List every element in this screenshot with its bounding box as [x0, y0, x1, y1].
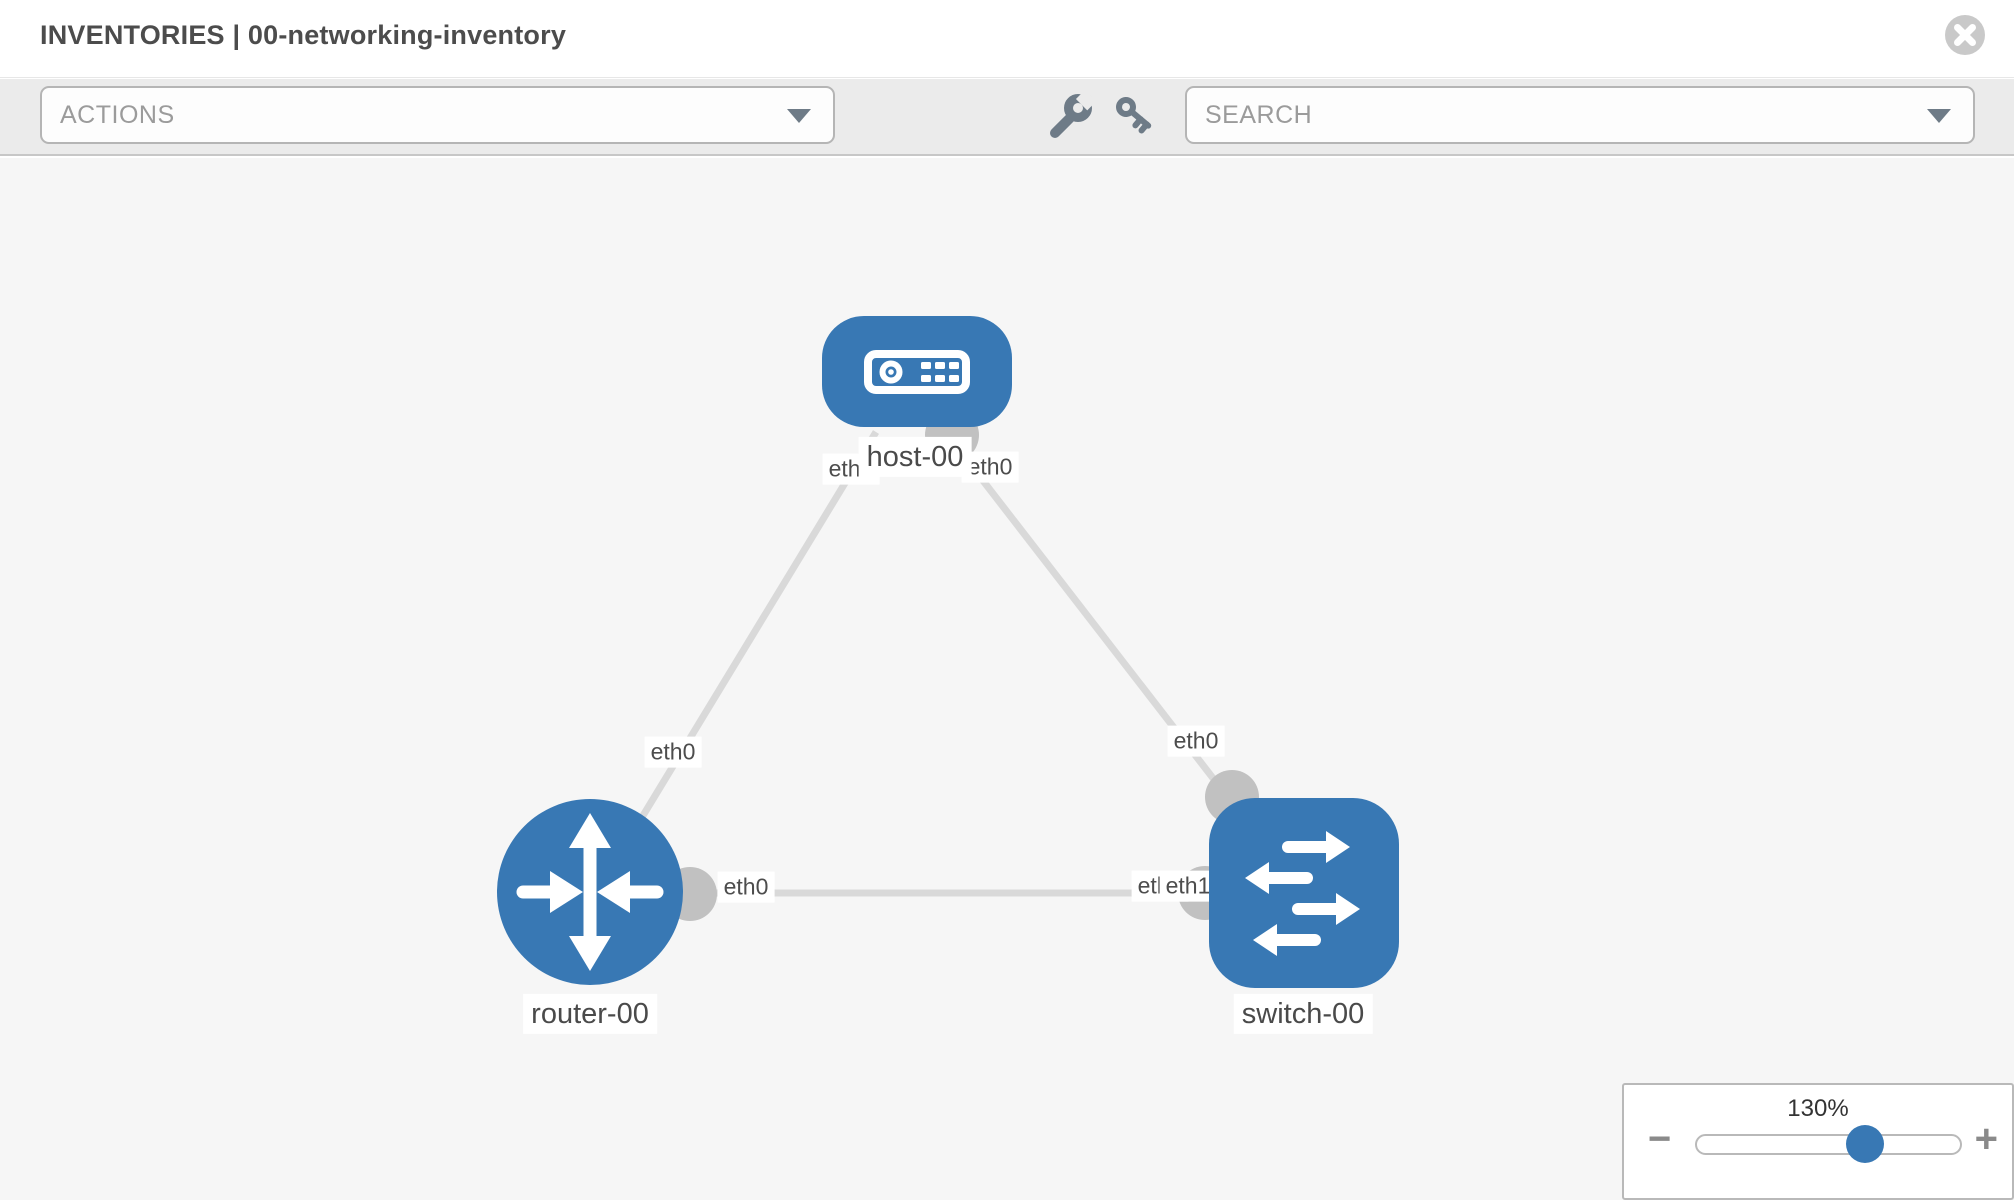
chevron-down-icon	[1927, 109, 1951, 123]
chevron-down-icon	[787, 109, 811, 123]
zoom-slider-handle[interactable]	[1846, 1125, 1884, 1163]
actions-dropdown-label: ACTIONS	[60, 100, 175, 129]
node-label-router: router-00	[523, 993, 657, 1035]
switch-arrows-icon	[1245, 831, 1360, 956]
actions-dropdown[interactable]: ACTIONS	[40, 86, 835, 144]
server-icon	[864, 350, 970, 394]
link-host-router[interactable]	[627, 430, 879, 839]
router-arrows-icon	[516, 813, 664, 971]
toolbar: ACTIONS SEARCH	[0, 79, 2014, 156]
node-label-switch: switch-00	[1233, 993, 1373, 1035]
interface-label: eth0	[1167, 725, 1225, 757]
node-host[interactable]	[822, 316, 1012, 427]
header-bar: INVENTORIES | 00-networking-inventory	[0, 0, 2014, 78]
zoom-control-panel: 130% − +	[1622, 1083, 2014, 1200]
interface-label: eth0	[717, 871, 775, 903]
wrench-icon[interactable]	[1045, 93, 1093, 141]
node-label-host: host-00	[858, 436, 972, 478]
key-icon[interactable]	[1112, 93, 1160, 141]
zoom-level-value: 130%	[1787, 1095, 1849, 1122]
node-router[interactable]	[497, 799, 683, 985]
interface-label: eth0	[644, 736, 702, 768]
page-title: INVENTORIES | 00-networking-inventory	[40, 20, 567, 50]
zoom-slider-track[interactable]	[1695, 1134, 1962, 1155]
zoom-out-button[interactable]: −	[1648, 1117, 1672, 1161]
close-icon[interactable]	[1944, 14, 1986, 56]
node-switch[interactable]	[1209, 798, 1399, 988]
search-dropdown[interactable]: SEARCH	[1185, 86, 1975, 144]
zoom-in-button[interactable]: +	[1974, 1117, 1998, 1161]
search-dropdown-label: SEARCH	[1205, 100, 1313, 129]
topology-links-layer	[627, 408, 1259, 921]
interface-label: eth1	[1159, 870, 1217, 902]
topology-canvas[interactable]: eth0 eth0 eth0 eth0 eth0 eth0 eth1 host-…	[0, 158, 2014, 1200]
